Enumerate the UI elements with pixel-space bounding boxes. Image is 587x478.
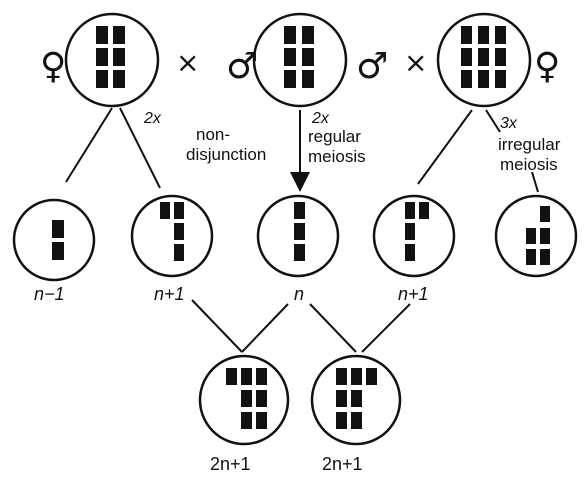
gamete-cell-irregular (494, 194, 578, 278)
gamete-cell-n-plus-1-left (130, 194, 214, 278)
ploidy-label-right: 3x (500, 115, 518, 132)
parent-cell-left (64, 12, 160, 108)
line-b-to-offspring-left (191, 299, 243, 353)
ploidy-label-left: 2x (143, 110, 162, 127)
gamete-cell-n-minus-1 (12, 198, 96, 282)
parent-right-chromosomes (461, 26, 506, 88)
parent-cell-right (436, 12, 532, 108)
gamete-label-n-plus-1-left: n+1 (154, 284, 185, 304)
offspring-right-chromosomes (336, 368, 377, 429)
regular-label-1: regular (308, 127, 361, 146)
gamete-label-n: n (294, 284, 304, 304)
ploidy-label-middle: 2x (311, 110, 330, 127)
gamete-cell-n (256, 194, 340, 278)
cross-symbol-right: × (404, 46, 427, 79)
line-irregular-to-gamete (531, 171, 539, 193)
offspring-cell-left (198, 354, 290, 446)
gamete-c-chromosomes (294, 202, 305, 261)
offspring-label-left: 2n+1 (210, 454, 251, 474)
cross-symbol-left: × (176, 46, 199, 79)
irregular-label-1: irregular (498, 135, 561, 154)
offspring-left-chromosomes (226, 368, 267, 429)
nondisjunction-label-1: non- (196, 125, 230, 144)
offspring-label-right: 2n+1 (322, 454, 363, 474)
gamete-label-n-plus-1-right: n+1 (398, 284, 429, 304)
line-right-to-n-plus-1 (417, 109, 473, 185)
line-left-to-n-minus-1 (65, 107, 113, 183)
gamete-e-chromosomes (526, 206, 550, 265)
line-d-to-offspring-right (361, 303, 411, 353)
gamete-cell-n-plus-1-right (372, 194, 456, 278)
female-symbol: ♀ (40, 46, 66, 87)
male-symbol-right: ♂ (356, 46, 388, 87)
nondisjunction-label-2: disjunction (186, 145, 266, 164)
parent-cell-middle (252, 12, 348, 108)
gamete-a-chromosomes (52, 220, 64, 260)
gamete-d-chromosomes (405, 202, 429, 261)
line-right-to-irregular (485, 109, 501, 133)
line-c-to-offspring-left (241, 303, 289, 353)
offspring-cell-right (310, 354, 402, 446)
regular-label-2: meiosis (308, 147, 366, 166)
irregular-label-2: meiosis (500, 155, 558, 174)
gamete-label-n-minus-1: n−1 (34, 284, 65, 304)
parent-left-chromosomes (96, 26, 125, 88)
line-c-to-offspring-right (309, 303, 357, 353)
male-symbol-left: ♂ (226, 46, 258, 87)
parent-middle-chromosomes (284, 26, 314, 88)
female-symbol-right: ♀ (534, 46, 560, 87)
line-left-to-n-plus-1 (119, 107, 161, 189)
gamete-b-chromosomes (160, 202, 184, 261)
